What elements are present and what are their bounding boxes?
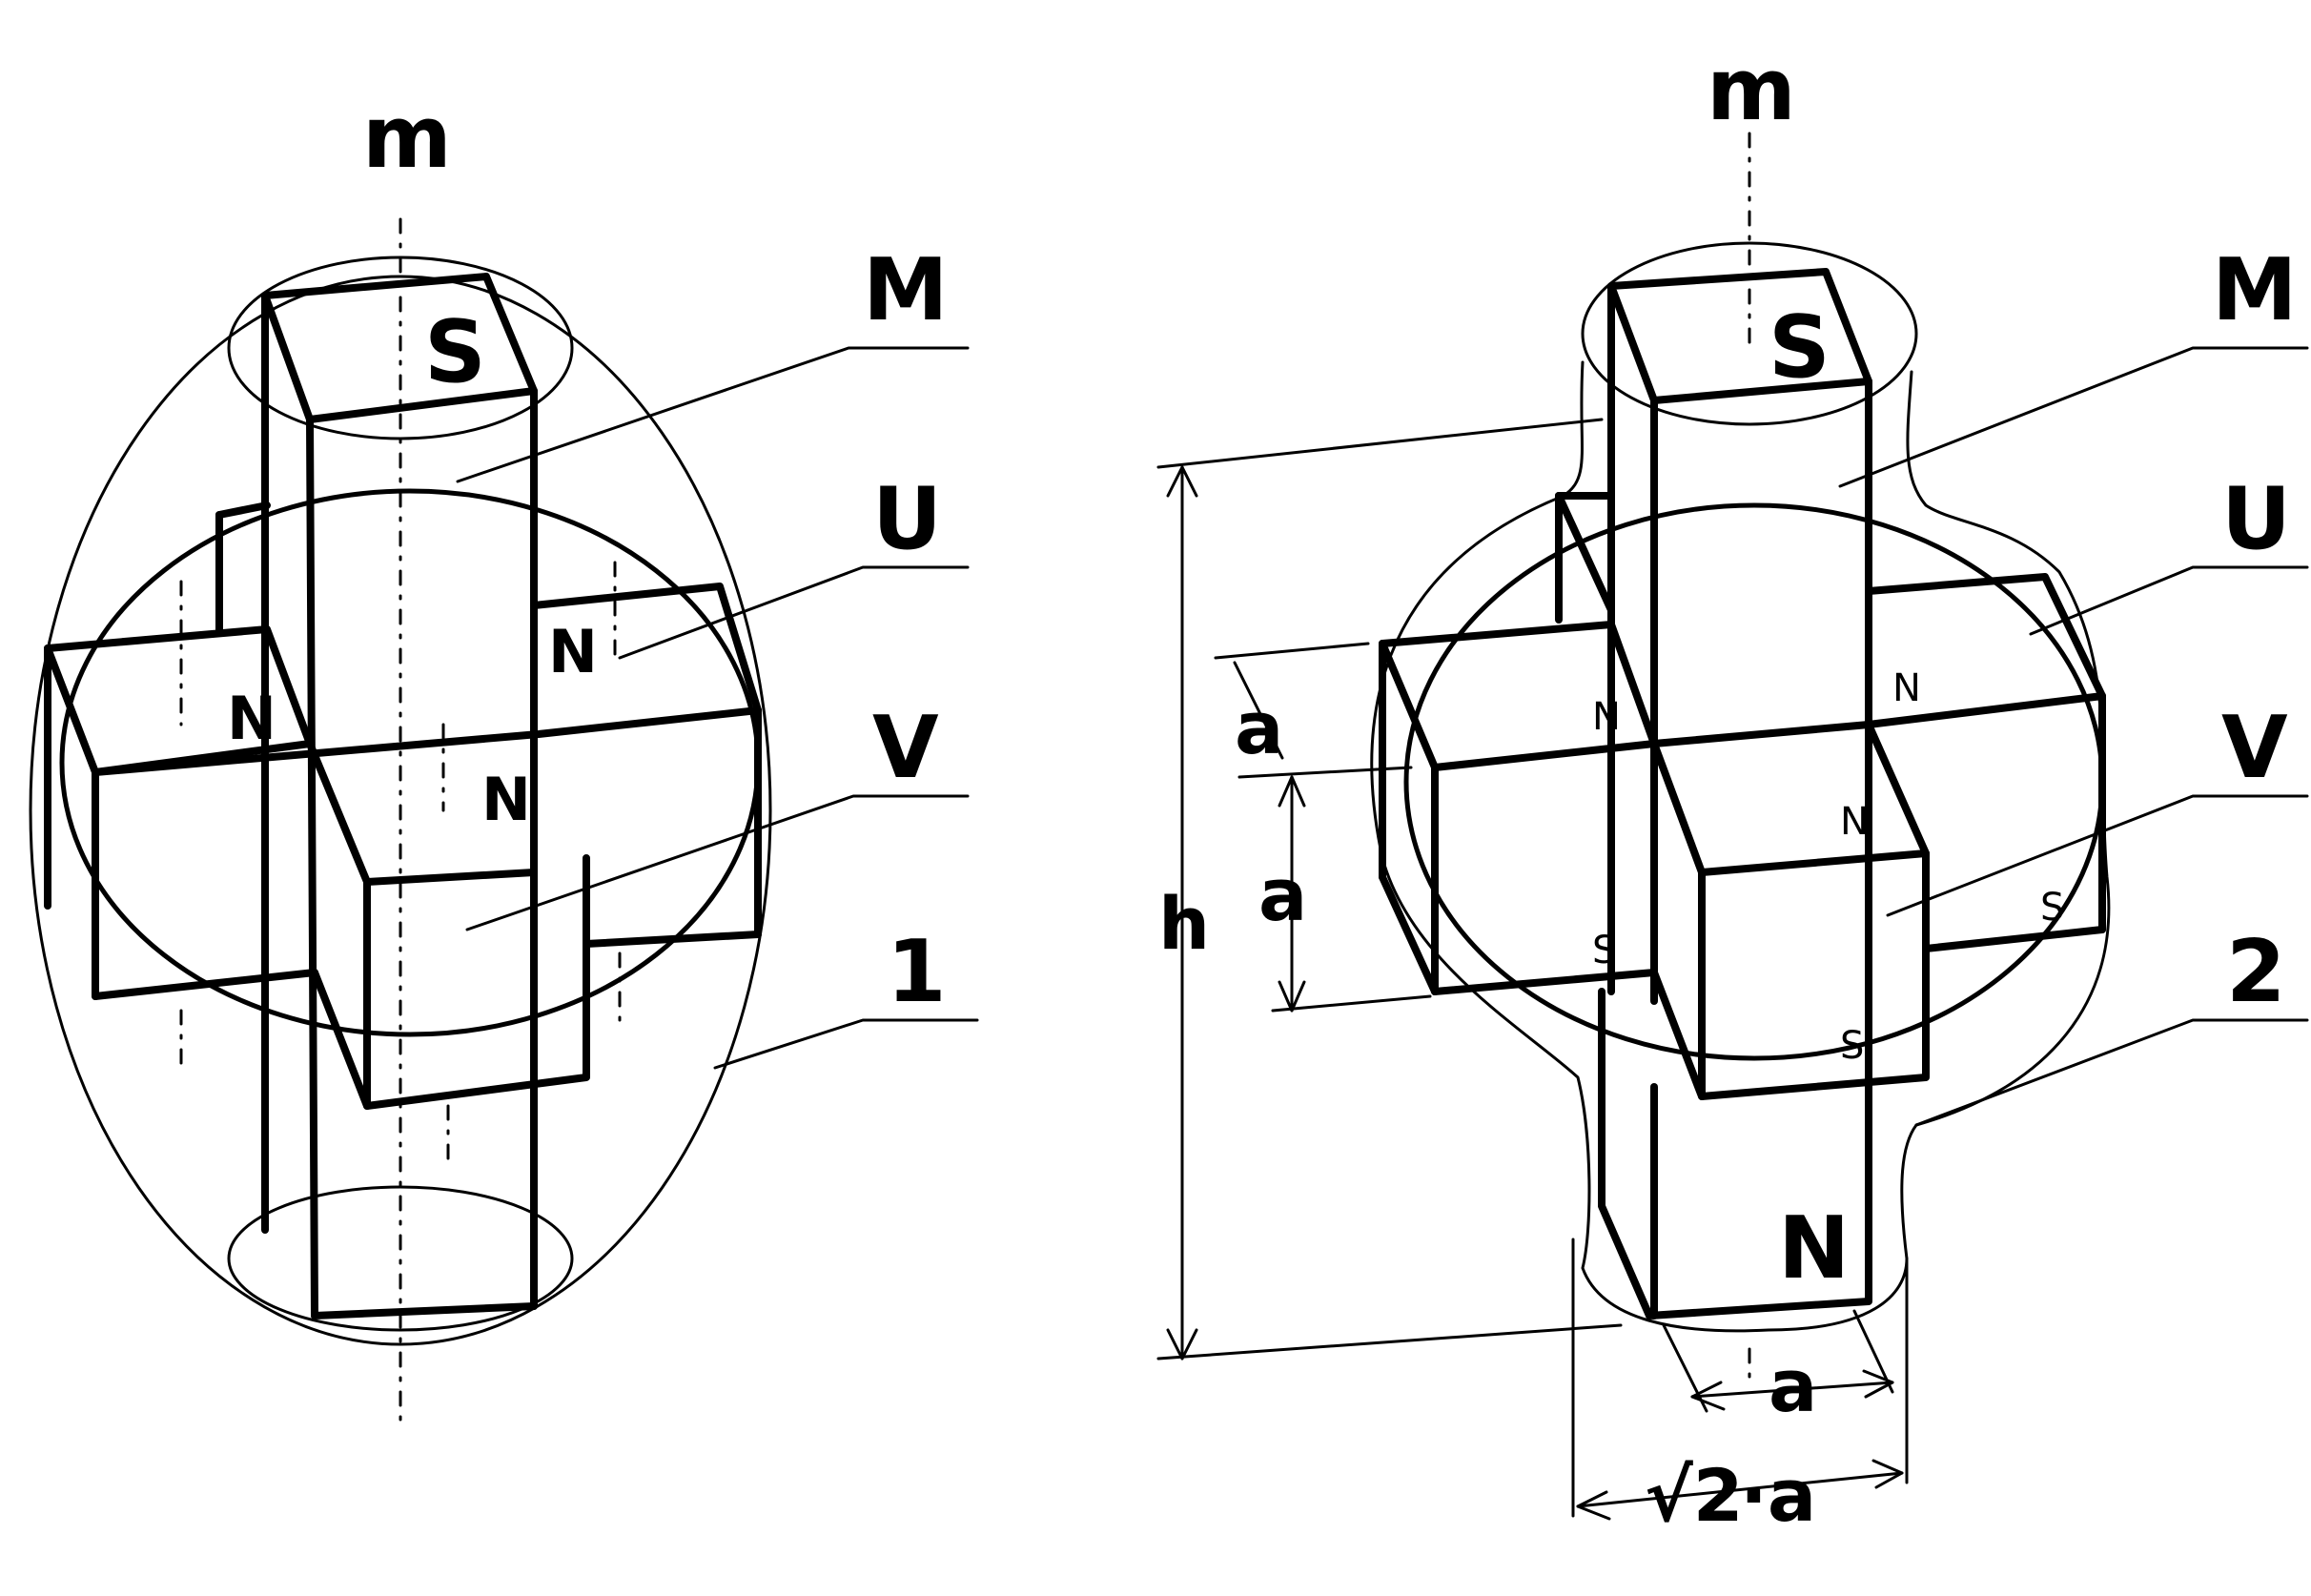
top-cap-ellipse-2 <box>1581 241 1918 426</box>
figure-1: m S N N N M U V 1 <box>29 88 979 1422</box>
pole-s-center-2: S <box>1840 1024 1864 1068</box>
dim-a-width: a <box>1769 1343 1817 1428</box>
dim-a-upper: a <box>1235 685 1283 770</box>
pole-bottom-2: N <box>1778 1198 1850 1299</box>
pole-n-center-2: N <box>1840 800 1869 844</box>
callout-v-1: V <box>872 698 939 798</box>
dim-h: h <box>1158 881 1210 966</box>
pole-top-2: S <box>1769 297 1830 398</box>
callout-m-1: M <box>863 240 949 340</box>
tick-marks-1 <box>179 561 622 1165</box>
callout-u-1: U <box>872 469 942 569</box>
dim-diag-tail: ·a <box>1740 1453 1816 1538</box>
callout-u-2: U <box>2221 469 2291 569</box>
vertical-bar-2 <box>1598 268 1872 1320</box>
pole-right-1: N <box>548 617 598 686</box>
pole-s-left-2: S <box>1592 929 1616 972</box>
bar-u-1 <box>215 501 762 714</box>
bottom-cap-ellipse-1 <box>227 1185 574 1332</box>
axis-label-1: m <box>362 88 452 188</box>
pole-left-1: N <box>227 684 276 753</box>
callout-v-2: V <box>2221 698 2288 798</box>
bar-u-2 <box>1555 492 2106 700</box>
callout-2: 2 <box>2226 922 2286 1022</box>
pole-center-1: N <box>481 765 531 834</box>
outer-envelope-2 <box>1370 360 2111 1333</box>
pole-s-right-2: S <box>2040 886 2064 930</box>
bar-v-2 <box>1379 621 2106 1100</box>
outer-envelope-1 <box>29 275 772 1346</box>
axis-label-2: m <box>1707 40 1796 140</box>
dim-diag-root: √2 <box>1645 1453 1744 1538</box>
bar-v-1 <box>44 625 762 1110</box>
body-ellipse-2 <box>1403 502 2105 1061</box>
pole-top-1: S <box>424 302 486 402</box>
dimension-lines-2 <box>1156 418 1909 1521</box>
dim-a-lower: a <box>1258 852 1307 937</box>
vertical-bar-1 <box>261 273 538 1320</box>
pole-n-right-2: N <box>1892 666 1921 710</box>
callout-leaders-1 <box>456 346 979 1070</box>
callout-m-2: M <box>2212 240 2298 340</box>
pole-n-left-2: N <box>1592 695 1621 739</box>
callout-leaders-2 <box>1838 346 2309 1127</box>
callout-1: 1 <box>887 922 947 1022</box>
figure-2: m S N N N N S S S h a a a √2 ·a M U V 2 <box>1156 40 2309 1538</box>
